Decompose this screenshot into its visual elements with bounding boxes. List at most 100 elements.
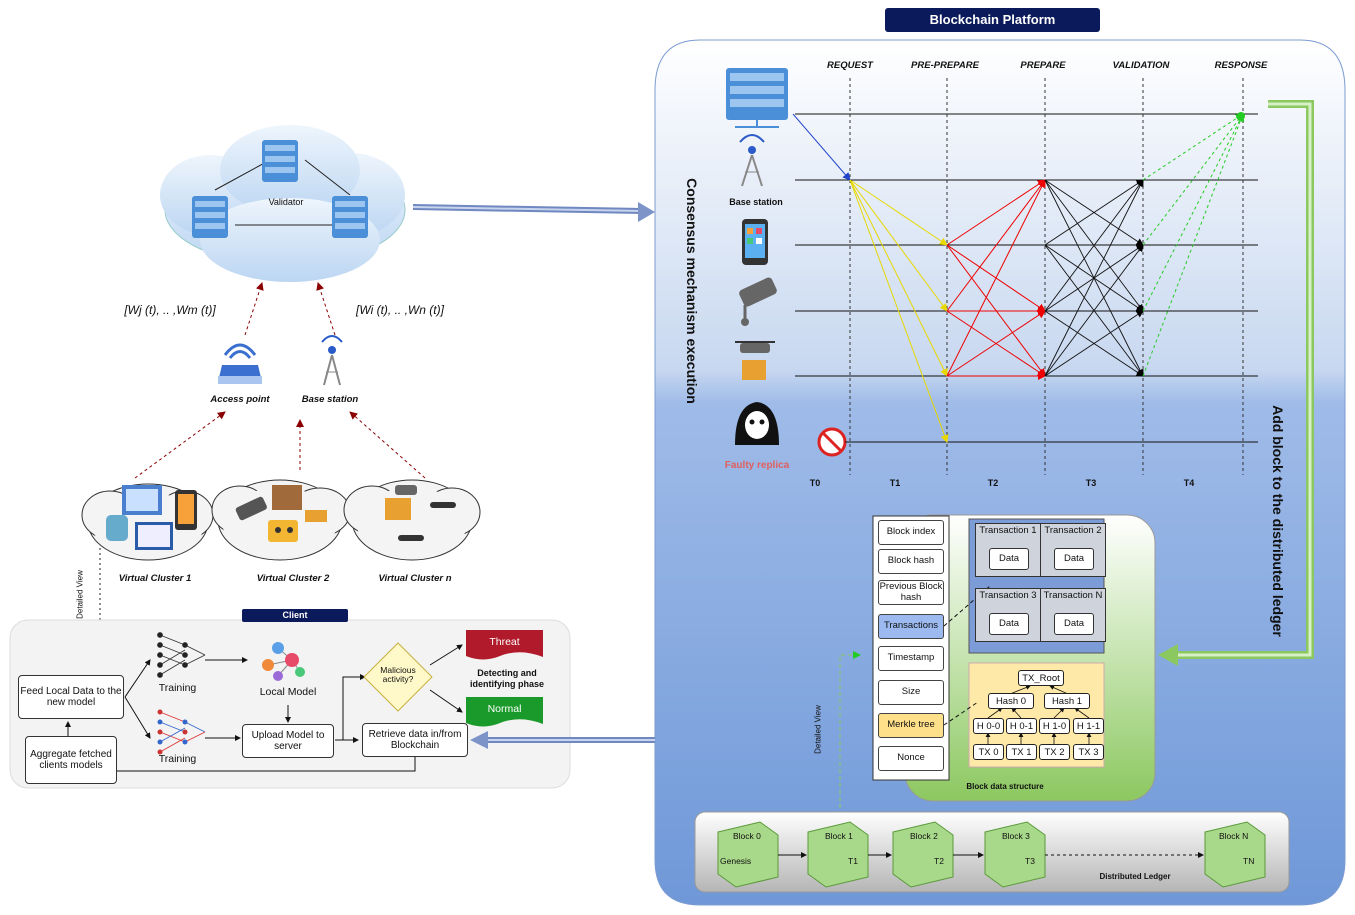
block-field-merkle: Merkle tree — [878, 713, 944, 738]
time-label: T3 — [1085, 478, 1097, 488]
transaction-box: Transaction 3 Data — [975, 588, 1041, 642]
transaction-data: Data — [989, 613, 1029, 635]
block-field: Block hash — [878, 549, 944, 574]
feed-data-box: Feed Local Data to the new model — [18, 675, 124, 719]
local-model-icon — [262, 642, 305, 681]
phase-prepare: PREPARE — [1020, 60, 1066, 71]
merkle-root: TX_Root — [1018, 670, 1064, 686]
block-field: Nonce — [878, 746, 944, 771]
base-station-icon — [321, 335, 343, 386]
block-caption: Block data structure — [966, 782, 1044, 791]
drone-icon — [735, 341, 775, 380]
time-label: T2 — [987, 478, 999, 488]
ledger-block-name: Block 3 — [1002, 831, 1030, 841]
malicious-decision: Malicious activity? — [380, 665, 416, 685]
forbidden-icon — [817, 427, 847, 457]
merkle-leaf: TX 0 — [973, 744, 1004, 760]
base-station-label: Base station — [729, 197, 783, 207]
transaction-title: Transaction N — [1043, 590, 1103, 601]
aggregate-box: Aggregate fetched clients models — [25, 736, 117, 784]
threat-label: Threat — [489, 636, 520, 648]
merkle-hash: Hash 1 — [1044, 693, 1090, 709]
transaction-box: Transaction N Data — [1040, 588, 1106, 642]
access-point-label: Access point — [210, 394, 270, 405]
merkle-hash: H 0-0 — [973, 718, 1004, 734]
consensus-label-wrap: Consensus mechanism execution — [682, 175, 702, 415]
neural-net-icon — [157, 632, 206, 678]
validator-label: Validator — [268, 197, 304, 207]
upload-model-box: Upload Model to server — [242, 724, 334, 758]
detailed-view-right: Detailed View — [813, 705, 823, 754]
time-label: T0 — [809, 478, 821, 488]
transaction-data: Data — [1054, 613, 1094, 635]
merkle-hash: H 0-1 — [1006, 718, 1037, 734]
ledger-block-sub: Genesis — [720, 856, 752, 866]
ledger-block-sub: T1 — [848, 856, 858, 866]
base-station-icon — [739, 134, 765, 187]
cluster-cloud-2 — [211, 479, 351, 561]
training-label-2: Training — [158, 753, 197, 765]
block-field: Block index — [878, 520, 944, 545]
smartphone-icon — [742, 219, 768, 265]
transaction-box: Transaction 1 Data — [975, 523, 1041, 577]
ledger-block-sub: T2 — [934, 856, 944, 866]
ledger-block-sub: T3 — [1025, 856, 1035, 866]
hacker-icon — [735, 402, 779, 445]
transaction-box: Transaction 2 Data — [1040, 523, 1106, 577]
cluster-cloud-1 — [81, 483, 214, 561]
time-label: T4 — [1183, 478, 1195, 488]
cluster-label-2: Virtual Cluster 2 — [256, 573, 330, 584]
platform-title: Blockchain Platform — [885, 8, 1100, 32]
phase-validation: VALIDATION — [1112, 60, 1170, 71]
ledger-block-name: Block 0 — [733, 831, 761, 841]
detailed-view-right-wrap: Detailed View — [812, 700, 824, 760]
access-point-icon — [218, 343, 262, 384]
merkle-hash: Hash 0 — [988, 693, 1034, 709]
merkle-leaf: TX 2 — [1039, 744, 1070, 760]
ledger-block-name: Block 1 — [825, 831, 853, 841]
detailed-view-left-wrap: Detailed View — [75, 570, 87, 619]
cluster-label-1: Virtual Cluster 1 — [118, 573, 192, 584]
phase-response: RESPONSE — [1214, 60, 1268, 71]
phase-pre-prepare: PRE-PREPARE — [911, 60, 979, 71]
transaction-data: Data — [1054, 548, 1094, 570]
phase-label: Detecting and identifying phase — [469, 668, 544, 689]
weights-right: [Wi (t), .. ,Wn (t)] — [356, 303, 444, 317]
merkle-hash: H 1-1 — [1073, 718, 1104, 734]
add-block-label-wrap: Add block to the distributed ledger — [1268, 395, 1288, 655]
detailed-view-left: Detailed View — [75, 570, 85, 619]
time-label: T1 — [889, 478, 901, 488]
transaction-title: Transaction 2 — [1044, 525, 1102, 536]
block-field: Timestamp — [878, 646, 944, 671]
server-icon — [262, 140, 298, 182]
phase-request: REQUEST — [827, 60, 873, 71]
cluster-cloud-n — [343, 479, 481, 561]
primary-server-icon — [726, 68, 788, 128]
block-field: Previous Block hash — [878, 580, 944, 605]
block-field-transactions: Transactions — [878, 614, 944, 639]
training-label-1: Training — [158, 682, 197, 694]
normal-label: Normal — [487, 703, 522, 715]
consensus-label: Consensus mechanism execution — [684, 178, 700, 404]
client-title: Client — [242, 609, 348, 622]
cctv-camera-icon — [739, 277, 777, 326]
transaction-title: Transaction 1 — [979, 525, 1037, 536]
merkle-leaf: TX 3 — [1073, 744, 1104, 760]
ledger-block-name: Block N — [1219, 831, 1249, 841]
ledger-block-sub: TN — [1243, 856, 1255, 866]
ledger-label: Distributed Ledger — [1099, 872, 1171, 881]
cluster-label-n: Virtual Cluster n — [378, 573, 452, 584]
merkle-hash: H 1-0 — [1039, 718, 1070, 734]
merkle-leaf: TX 1 — [1006, 744, 1037, 760]
transaction-title: Transaction 3 — [979, 590, 1037, 601]
block-field: Size — [878, 680, 944, 705]
edge-base-station-label: Base station — [301, 394, 359, 405]
neural-net-icon — [157, 709, 206, 755]
local-model-label: Local Model — [259, 686, 317, 698]
retrieve-data-box: Retrieve data in/from Blockchain — [362, 723, 468, 757]
faulty-replica-label: Faulty replica — [724, 460, 790, 471]
transaction-data: Data — [989, 548, 1029, 570]
server-icon — [332, 196, 368, 238]
server-icon — [192, 196, 228, 238]
